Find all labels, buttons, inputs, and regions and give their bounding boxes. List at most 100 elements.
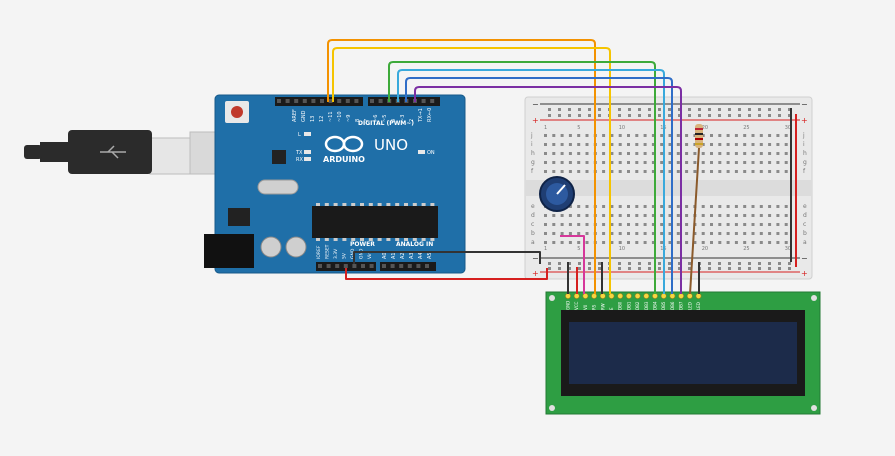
wire-orange[interactable] (327, 39, 596, 294)
breadboard-hole[interactable] (577, 205, 581, 208)
usb-cable[interactable] (24, 130, 249, 175)
breadboard-hole[interactable] (751, 152, 755, 155)
breadboard-hole[interactable] (743, 232, 747, 235)
digital-header-left[interactable] (275, 97, 363, 106)
breadboard-hole[interactable] (651, 134, 655, 137)
rail-hole[interactable] (618, 114, 621, 117)
breadboard-hole[interactable] (552, 241, 556, 244)
rail-hole[interactable] (698, 108, 701, 111)
wire-red-5v[interactable] (345, 268, 548, 280)
breadboard-hole[interactable] (776, 143, 780, 146)
breadboard-hole[interactable] (693, 143, 697, 146)
lcd-pin[interactable] (686, 293, 693, 299)
breadboard-hole[interactable] (585, 170, 589, 173)
rail-hole[interactable] (648, 262, 651, 265)
breadboard-hole[interactable] (668, 161, 672, 164)
breadboard-hole[interactable] (776, 214, 780, 217)
breadboard-hole[interactable] (751, 134, 755, 137)
breadboard-hole[interactable] (776, 223, 780, 226)
rail-hole[interactable] (628, 108, 631, 111)
breadboard-hole[interactable] (544, 214, 547, 217)
breadboard-hole[interactable] (577, 143, 581, 146)
breadboard-hole[interactable] (759, 134, 763, 137)
rail-hole[interactable] (698, 114, 701, 117)
breadboard-hole[interactable] (610, 232, 614, 235)
rail-hole[interactable] (588, 108, 591, 111)
breadboard-hole[interactable] (718, 232, 722, 235)
rail-hole[interactable] (588, 262, 591, 265)
breadboard-hole[interactable] (751, 241, 755, 244)
rail-hole[interactable] (578, 114, 581, 117)
breadboard-hole[interactable] (751, 161, 755, 164)
breadboard-hole[interactable] (643, 214, 647, 217)
lcd-pin[interactable] (678, 293, 684, 299)
breadboard-hole[interactable] (618, 214, 622, 217)
breadboard-hole[interactable] (618, 232, 622, 235)
rail-hole[interactable] (548, 267, 551, 270)
lcd-pin[interactable] (626, 293, 632, 299)
breadboard-hole[interactable] (776, 241, 780, 244)
breadboard-hole[interactable] (726, 205, 730, 208)
rail-hole[interactable] (668, 262, 671, 265)
rail-hole[interactable] (758, 262, 761, 265)
breadboard-hole[interactable] (635, 170, 639, 173)
breadboard-hole[interactable] (701, 241, 705, 244)
rail-hole[interactable] (738, 262, 741, 265)
rail-hole[interactable] (758, 108, 761, 111)
breadboard-hole[interactable] (544, 152, 547, 155)
breadboard-hole[interactable] (635, 143, 639, 146)
breadboard-hole[interactable] (759, 143, 763, 146)
rail-hole[interactable] (658, 262, 661, 265)
breadboard-hole[interactable] (784, 134, 788, 137)
breadboard-hole[interactable] (602, 241, 606, 244)
breadboard-hole[interactable] (585, 232, 589, 235)
breadboard-hole[interactable] (734, 152, 738, 155)
lcd-pin[interactable] (660, 293, 667, 299)
breadboard-hole[interactable] (734, 205, 738, 208)
breadboard-hole[interactable] (768, 152, 772, 155)
breadboard-hole[interactable] (660, 241, 664, 244)
breadboard-hole[interactable] (743, 170, 747, 173)
rail-hole[interactable] (778, 267, 781, 270)
lcd-pin[interactable] (643, 293, 650, 299)
breadboard-hole[interactable] (618, 134, 622, 137)
breadboard-hole[interactable] (784, 152, 788, 155)
rail-hole[interactable] (788, 267, 791, 270)
breadboard-hole[interactable] (734, 232, 738, 235)
breadboard-hole[interactable] (610, 205, 614, 208)
lcd-pin[interactable] (582, 293, 589, 299)
arduino-uno-board[interactable]: ARDUINO UNO DIGITAL (PWM~) POWER ANALOG … (204, 94, 466, 274)
rail-hole[interactable] (558, 262, 561, 265)
breadboard-hole[interactable] (718, 152, 722, 155)
breadboard-hole[interactable] (710, 241, 713, 244)
rail-hole[interactable] (668, 267, 671, 270)
breadboard-hole[interactable] (643, 170, 647, 173)
wire-black-gnd[interactable] (353, 251, 541, 264)
breadboard-hole[interactable] (710, 143, 713, 146)
breadboard-hole[interactable] (560, 152, 564, 155)
wire-yellow[interactable] (332, 47, 611, 294)
breadboard-hole[interactable] (718, 205, 722, 208)
breadboard-hole[interactable] (734, 214, 738, 217)
breadboard-hole[interactable] (560, 143, 564, 146)
breadboard-hole[interactable] (568, 214, 572, 217)
rail-hole[interactable] (738, 108, 741, 111)
breadboard-hole[interactable] (710, 161, 713, 164)
breadboard-hole[interactable] (718, 223, 722, 226)
breadboard-hole[interactable] (726, 241, 730, 244)
breadboard-hole[interactable] (651, 241, 655, 244)
breadboard-hole[interactable] (552, 170, 556, 173)
wire-blue[interactable] (405, 77, 673, 294)
breadboard-hole[interactable] (776, 205, 780, 208)
lcd-pin[interactable] (652, 293, 658, 299)
rail-hole[interactable] (568, 114, 571, 117)
rail-hole[interactable] (778, 114, 781, 117)
breadboard-hole[interactable] (668, 223, 672, 226)
breadboard-hole[interactable] (701, 232, 705, 235)
breadboard-hole[interactable] (585, 143, 589, 146)
breadboard-hole[interactable] (643, 223, 647, 226)
breadboard-hole[interactable] (577, 223, 581, 226)
breadboard-hole[interactable] (718, 241, 722, 244)
wire-brown-led[interactable] (689, 147, 700, 295)
rail-hole[interactable] (728, 108, 731, 111)
